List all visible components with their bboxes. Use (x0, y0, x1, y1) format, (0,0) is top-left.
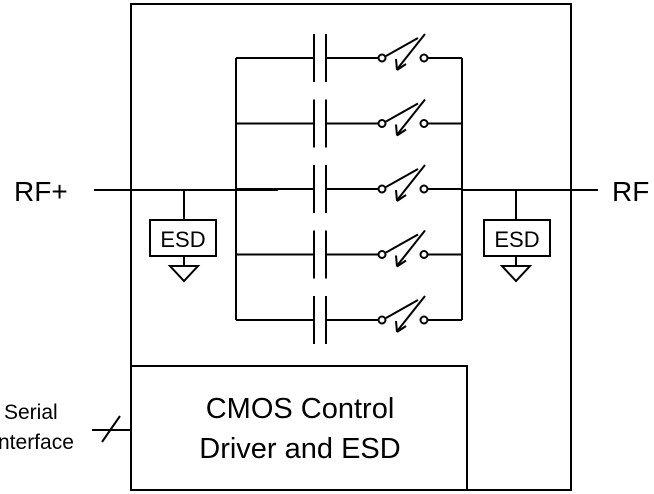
switch-4-arrowhead-icon (395, 255, 407, 268)
rf-minus-label: RF (612, 176, 649, 207)
rf-plus-label: RF+ (14, 176, 68, 207)
switch-3-contact-b (419, 184, 429, 194)
esd-right-ground-icon (499, 265, 533, 283)
switch-2-control-arrow (397, 98, 426, 135)
switch-2-contact-a (377, 119, 387, 128)
switch-3-contact-a (377, 184, 387, 194)
switch-5-blade (385, 299, 419, 319)
esd-right-label: ESD (494, 227, 539, 252)
serial-label-line2: nterface (0, 431, 74, 454)
switch-2-arrowhead-icon (395, 124, 407, 137)
serial-label-line1: Serial (4, 401, 58, 424)
switch-2-contact-b (419, 119, 429, 128)
switch-1-blade (385, 37, 419, 57)
esd-left-label: ESD (160, 227, 205, 252)
switch-5-contact-b (419, 315, 429, 325)
switch-1-control-arrow (397, 33, 426, 69)
switch-4-contact-b (419, 250, 429, 259)
switch-1-arrowhead-icon (395, 58, 407, 71)
switch-3-control-arrow (397, 164, 426, 200)
cmos-label-line2: Driver and ESD (199, 433, 400, 465)
switch-3-blade (385, 168, 419, 188)
switch-5-contact-a (377, 315, 387, 325)
switch-2-blade (385, 102, 419, 123)
esd-left-ground-icon (167, 265, 201, 283)
switch-1-contact-a (377, 53, 387, 63)
switch-4-contact-a (377, 250, 387, 259)
cmos-label-line1: CMOS Control (206, 393, 395, 425)
cmos-control-block (130, 365, 468, 491)
serial-bus-slash (101, 415, 121, 443)
switch-4-blade (385, 233, 419, 254)
switch-4-control-arrow (397, 229, 426, 266)
switch-5-arrowhead-icon (395, 320, 407, 333)
switch-3-arrowhead-icon (395, 189, 407, 202)
switch-5-control-arrow (397, 295, 426, 331)
switch-1-contact-b (419, 53, 429, 63)
